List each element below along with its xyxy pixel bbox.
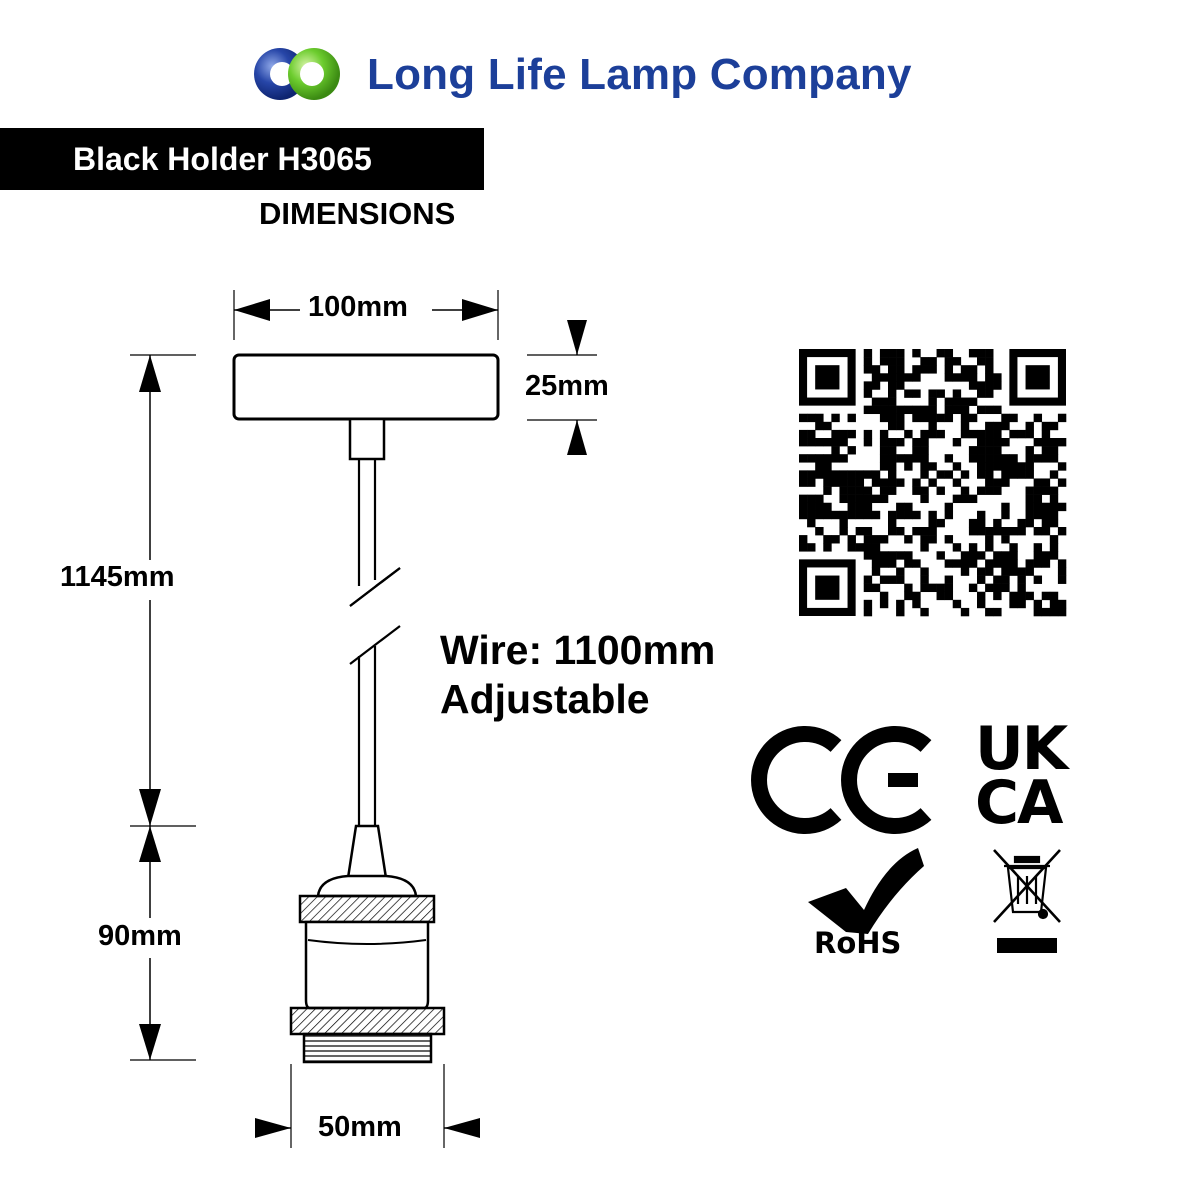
wire-length: Wire: 1100mm [440, 627, 716, 673]
ceiling-height-label: 25mm [525, 370, 609, 402]
total-drop-dimension [130, 354, 196, 827]
brand-header: Long Life Lamp Company [250, 40, 912, 110]
ceiling-height-dimension [527, 320, 597, 455]
ceiling-width-dimension [233, 290, 499, 340]
product-title: Black Holder H3065 [73, 141, 372, 177]
cord-grip [348, 417, 386, 461]
rohs-check-icon [808, 848, 924, 934]
ceiling-rose [232, 353, 500, 421]
ukca-mark-icon: UK CA [975, 714, 1079, 838]
ukca-top: UK [975, 714, 1068, 784]
ceiling-width-label: 100mm [308, 291, 408, 323]
rohs-label: RoHS [814, 926, 902, 960]
crossed-out-wheelie-bin-icon [993, 849, 1061, 953]
title-bar: Black Holder H3065 [0, 128, 484, 190]
holder-height-dimension [130, 826, 196, 1061]
holder-width-label: 50mm [318, 1111, 402, 1143]
holder-height-label: 90mm [98, 920, 182, 952]
total-drop-label: 1145mm [60, 561, 175, 593]
wire-note: Wire: 1100mm Adjustable [440, 626, 715, 724]
company-logo-icon [254, 48, 340, 100]
ukca-bottom: CA [975, 768, 1063, 838]
ce-mark-icon [751, 726, 932, 834]
lamp-holder [289, 824, 446, 1064]
holder-width-dimension [255, 1064, 480, 1148]
dimensions-heading: DIMENSIONS [259, 196, 456, 231]
brand-name: Long Life Lamp Company [367, 50, 912, 99]
qr-code-icon [799, 349, 1067, 617]
wire-adjustable: Adjustable [440, 676, 650, 722]
